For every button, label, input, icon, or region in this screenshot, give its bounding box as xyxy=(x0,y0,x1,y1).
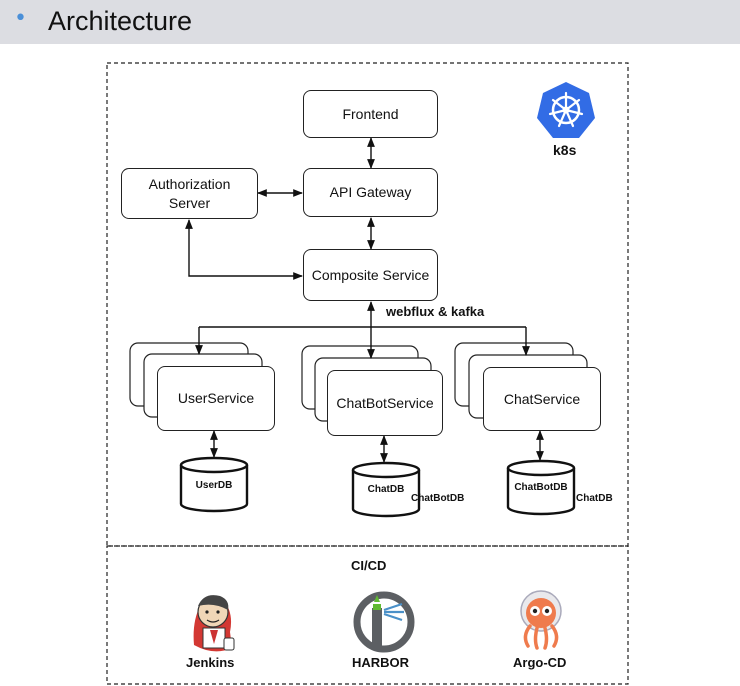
api-gateway-label: API Gateway xyxy=(329,184,412,201)
chat-service-label: ChatService xyxy=(503,390,581,407)
chatbot-service-label: ChatBotService xyxy=(336,394,434,411)
user-service-node: UserService xyxy=(157,366,275,431)
api-gateway-node: API Gateway xyxy=(303,168,438,217)
argo-cd-icon xyxy=(520,590,562,650)
chatbot-service-node: ChatBotService xyxy=(327,370,443,436)
edge-auth-composite xyxy=(185,219,303,280)
bullet: • xyxy=(14,6,27,31)
chatbot-db-side-label: ChatBotDB xyxy=(411,493,465,504)
cicd-title: CI/CD xyxy=(351,558,387,573)
jenkins-label: Jenkins xyxy=(186,655,235,670)
composite-service-node: Composite Service xyxy=(303,249,438,301)
composite-service-label: Composite Service xyxy=(311,266,430,283)
kubernetes-icon xyxy=(537,82,595,138)
user-db-cylinder xyxy=(179,456,249,513)
authorization-server-label: Authorization Server xyxy=(148,176,231,211)
chatbot-db-label: ChatBotDB xyxy=(514,482,568,493)
harbor-icon xyxy=(353,591,415,653)
slide-header: • Architecture xyxy=(0,0,740,44)
jenkins-icon xyxy=(193,595,235,652)
k8s-label: k8s xyxy=(553,142,577,158)
argo-cd-label: Argo-CD xyxy=(513,655,567,670)
harbor-label: HARBOR xyxy=(352,655,410,670)
user-db-label: UserDB xyxy=(195,480,233,491)
chat-db-label: ChatDB xyxy=(367,484,405,495)
user-service-label: UserService xyxy=(177,390,255,407)
frontend-node: Frontend xyxy=(303,90,438,138)
authorization-server-node: Authorization Server xyxy=(121,168,258,219)
page-title: Architecture xyxy=(48,6,193,36)
frontend-label: Frontend xyxy=(342,105,399,122)
chat-db-cylinder xyxy=(506,459,576,516)
chat-db-side-label: ChatDB xyxy=(576,493,613,504)
k8s-cluster-frame xyxy=(106,62,629,547)
cicd-frame xyxy=(106,545,629,685)
chat-service-node: ChatService xyxy=(483,367,601,431)
chatbot-db-cylinder xyxy=(351,461,421,518)
edge-label-webflux-kafka: webflux & kafka xyxy=(386,304,485,319)
